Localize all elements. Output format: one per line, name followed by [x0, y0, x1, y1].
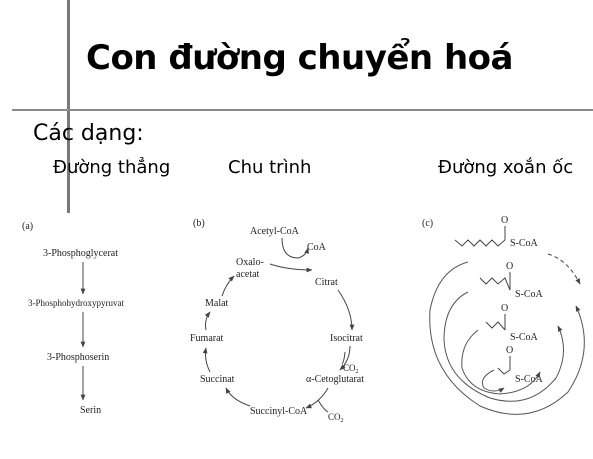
arrow-to-succinyl — [305, 387, 329, 409]
spiral-pathway: (c) O S-CoA O S-CoA O S-CoA O S-CoA — [422, 215, 585, 415]
linear-step-3: 3-Phosphoserin — [47, 352, 109, 363]
co2-release-b — [317, 399, 329, 413]
node-succinyl-coa: Succinyl-CoA — [250, 406, 308, 417]
arrow-to-fumarat — [202, 347, 211, 373]
arrow-to-oxaloacetat — [221, 275, 235, 297]
acyl-chain-4 — [497, 367, 511, 375]
linear-step-1: 3-Phosphoglycerat — [43, 248, 118, 259]
acyl-chain-2 — [479, 277, 511, 291]
carbonyl-o-1: O — [501, 215, 508, 226]
thioester-3: S-CoA — [510, 332, 539, 343]
category-linear: Đường thẳng — [53, 157, 171, 178]
node-cetoglutarat: α-Cetoglutarat — [306, 374, 364, 385]
cycle-pathway: (b) Acetyl-CoA CoA Oxalo- acetat Citrat … — [190, 218, 364, 424]
co2-release-a — [341, 351, 346, 365]
panel-b-label: (b) — [193, 218, 205, 229]
category-spiral: Đường xoắn ốc — [438, 157, 574, 178]
carbonyl-o-3: O — [501, 303, 508, 314]
carbonyl-o-4: O — [506, 345, 513, 356]
slide-title: Con đường chuyển hoá — [86, 38, 513, 78]
thioester-1: S-CoA — [510, 238, 539, 249]
linear-pathway: (a) 3-Phosphoglycerat 3-Phosphohydroxypy… — [22, 221, 124, 416]
node-citrat: Citrat — [315, 277, 338, 288]
node-co2-b: CO2 — [328, 412, 344, 424]
node-oxaloacetat-2: acetat — [236, 269, 260, 280]
spiral-loop-inner — [481, 369, 505, 393]
category-cycle: Chu trình — [228, 157, 312, 178]
spiral-loop-3 — [461, 329, 541, 395]
node-fumarat: Fumarat — [190, 333, 224, 344]
node-acetyl-coa: Acetyl-CoA — [250, 226, 300, 237]
panel-c-label: (c) — [422, 218, 433, 229]
thioester-2: S-CoA — [515, 289, 544, 300]
acyl-chain-1 — [454, 239, 506, 247]
node-oxaloacetat-1: Oxalo- — [236, 257, 264, 268]
node-coa: CoA — [307, 242, 327, 253]
node-co2-a: CO2 — [343, 363, 359, 375]
arrow-to-malat — [204, 311, 211, 331]
arrow-to-succinat — [225, 387, 251, 407]
spiral-loop-2 — [443, 291, 564, 402]
arrow-to-citrat — [269, 263, 313, 273]
vertical-rule — [67, 0, 70, 213]
node-malat: Malat — [205, 298, 229, 309]
linear-step-2: 3-Phosphohydroxypyruvat — [28, 298, 124, 308]
horizontal-rule — [12, 109, 593, 111]
acyl-chain-3 — [485, 321, 506, 331]
slide-subtitle: Các dạng: — [33, 121, 144, 146]
node-isocitrat: Isocitrat — [330, 333, 363, 344]
spiral-entry-arrow — [547, 253, 581, 285]
arrow-acetyl-in — [281, 237, 310, 259]
carbonyl-o-2: O — [506, 261, 513, 272]
linear-step-4: Serin — [80, 405, 101, 416]
thioester-4: S-CoA — [515, 374, 544, 385]
panel-a-label: (a) — [22, 221, 33, 232]
node-succinat: Succinat — [200, 374, 235, 385]
arrow-to-isocitrat — [337, 289, 355, 331]
arrow-to-cetoglutarat — [339, 345, 351, 371]
spiral-loop-outer — [429, 261, 585, 415]
